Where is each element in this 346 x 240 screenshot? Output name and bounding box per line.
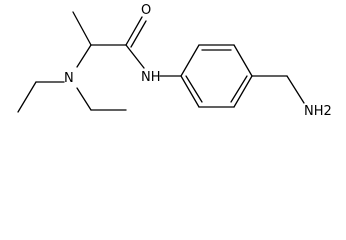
chemical-structure-diagram: O NH N NH2 [17,3,332,119]
ring-inner-bond-3 [185,75,203,103]
bond-alpha-amine-n [76,44,92,68]
oxygen-label: O [141,3,151,18]
bond-carbonyl-amide-n [125,44,145,69]
ring-bond-4 [233,75,253,108]
ring-inner-bond-2 [230,75,248,103]
bond-lines [17,11,305,113]
amine-n-label: N [64,71,74,86]
bond-ethyl1-ch3 [17,81,37,113]
ring-bond-3 [233,44,253,77]
bond-carbonyl-oxygen-1 [125,16,143,46]
bond-carbonyl-oxygen-2 [130,20,147,48]
amide-nh-label: NH [141,70,161,85]
bond-n-ethyl2-ch2 [76,87,92,111]
bond-methyl-alpha [72,11,92,46]
ring-bond-1 [180,44,200,77]
bond-ch2-nh2 [286,75,305,104]
ring-bond-6 [180,75,200,108]
aminomethyl-nh2-label: NH2 [304,104,332,119]
